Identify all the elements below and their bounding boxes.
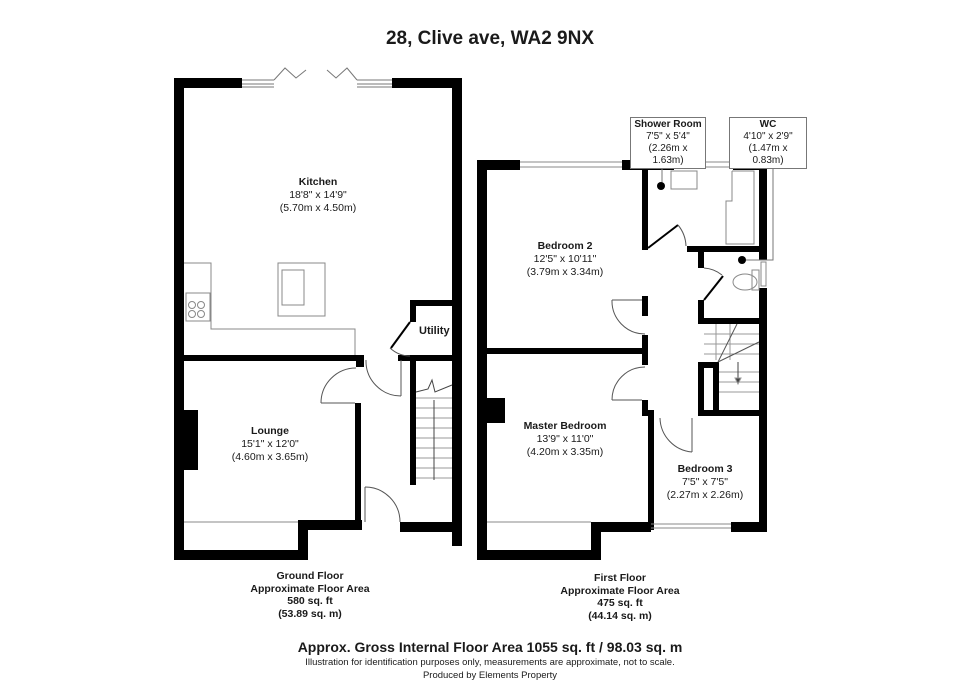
kitchen-bifold-doors xyxy=(242,67,392,88)
room-label-bedroom-3: Bedroom 3 7'5" x 7'5" (2.27m x 2.26m) xyxy=(666,463,744,501)
room-label-bedroom-2: Bedroom 2 12'5" x 10'11" (3.79m x 3.34m) xyxy=(526,240,604,278)
gross-area: Approx. Gross Internal Floor Area 1055 s… xyxy=(297,639,683,655)
room-label-kitchen: Kitchen 18'8" x 14'9" (5.70m x 4.50m) xyxy=(279,176,357,214)
kitchen-worktops xyxy=(184,262,356,355)
ground-floor-doors xyxy=(320,321,411,523)
room-label-shower-room: Shower Room 7'5" x 5'4" (2.26m x 1.63m) xyxy=(630,117,706,169)
produced-by: Produced by Elements Property xyxy=(422,670,558,681)
room-label-utility: Utility xyxy=(419,325,450,337)
room-label-master-bedroom: Master Bedroom 13'9" x 11'0" (4.20m x 3.… xyxy=(523,420,607,458)
disclaimer: Illustration for identification purposes… xyxy=(305,657,675,668)
floorplan-title: 28, Clive ave, WA2 9NX xyxy=(385,28,595,49)
room-label-wc: WC 4'10" x 2'9" (1.47m x 0.83m) xyxy=(729,117,807,169)
room-label-lounge: Lounge 15'1" x 12'0" (4.60m x 3.65m) xyxy=(231,425,309,463)
floorplan-footer: Approx. Gross Internal Floor Area 1055 s… xyxy=(0,639,980,681)
first-floor-stairs xyxy=(704,323,760,393)
first-floor-area: First Floor Approximate Floor Area 475 s… xyxy=(560,572,680,622)
first-floor-fixtures xyxy=(670,170,760,291)
first-floor-doors xyxy=(611,224,724,453)
ground-floor-area: Ground Floor Approximate Floor Area 580 … xyxy=(250,570,370,620)
ground-floor-walls xyxy=(174,78,462,560)
ground-floor-stairs xyxy=(415,378,453,480)
